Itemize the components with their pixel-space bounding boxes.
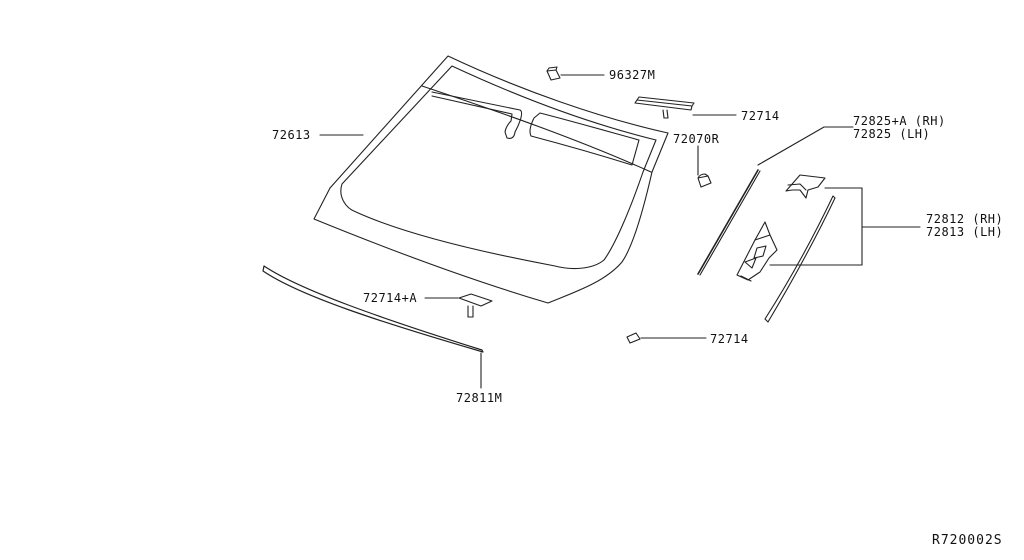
lower-moulding-strip xyxy=(262,265,484,389)
part-label-72714-bottom: 72714 xyxy=(710,332,749,346)
part-label-96327m: 96327M xyxy=(609,68,656,82)
molding-clip-top xyxy=(634,96,737,119)
pillar-molding-strip xyxy=(697,126,854,276)
part-label-72825a-rh: 72825+A (RH) xyxy=(853,114,946,128)
leader-72812 xyxy=(769,187,921,266)
finisher-bracket xyxy=(736,221,778,282)
clip-72070r xyxy=(697,145,712,188)
part-label-72613: 72613 xyxy=(272,128,311,142)
part-label-72714-top: 72714 xyxy=(741,109,780,123)
part-label-72714a: 72714+A xyxy=(363,291,418,305)
sensor-cover-part xyxy=(546,66,605,81)
pillar-cover-upper xyxy=(785,174,826,199)
finisher-strip xyxy=(764,195,836,323)
molding-clip-bottom xyxy=(626,332,707,344)
part-label-72070r: 72070R xyxy=(673,132,720,146)
diagram-code: R720002S xyxy=(932,533,1003,548)
part-label-72825-lh: 72825 (LH) xyxy=(853,127,931,141)
part-label-72812-rh: 72812 (RH) xyxy=(926,212,1004,226)
molding-clip-a xyxy=(424,293,493,318)
part-label-72813-lh: 72813 (LH) xyxy=(926,225,1004,239)
windshield-glass xyxy=(313,55,669,304)
part-label-72811m: 72811M xyxy=(456,391,503,405)
